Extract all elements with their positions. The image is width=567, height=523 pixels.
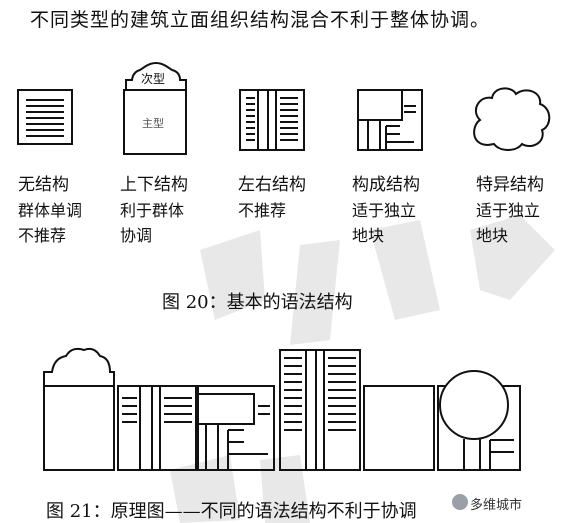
watermark-stroke	[170, 455, 240, 523]
primary-label: 主型	[142, 117, 164, 130]
building-3	[197, 385, 275, 471]
watermark-text: 多维城市	[470, 498, 523, 513]
building-5	[363, 385, 435, 471]
watermark-stroke	[370, 220, 440, 320]
figure-21-caption: 图 21：原理图——不同的语法结构不利于协调	[46, 501, 417, 522]
type-name: 构成结构	[352, 175, 420, 195]
type-name: 特异结构	[476, 175, 544, 195]
watermark-stroke	[260, 455, 310, 523]
intro-text: 不同类型的建筑立面组织结构混合不利于整体协调。	[30, 9, 491, 31]
secondary-label: 次型	[141, 72, 166, 86]
type-desc: 群体单调 不推荐	[18, 201, 83, 245]
type-name: 左右结构	[238, 175, 306, 195]
type-desc: 不推荐	[238, 201, 287, 220]
watermark-logo-icon	[452, 494, 468, 510]
top-bottom-structure-icon	[123, 62, 187, 155]
watermark-stroke	[290, 240, 340, 345]
building-2	[117, 385, 197, 471]
watermark-stroke	[470, 215, 555, 300]
special-structure-icon	[473, 87, 551, 151]
type-desc: 适于独立 地块	[476, 201, 541, 245]
building-4	[279, 349, 361, 471]
type-desc: 利于群体 协调	[120, 201, 185, 245]
building-1	[43, 347, 115, 471]
type-name: 无结构	[18, 175, 69, 195]
left-right-structure-icon	[239, 89, 305, 151]
watermark-stroke	[200, 230, 265, 320]
composition-structure-icon	[357, 89, 423, 151]
figure-20-caption: 图 20：基本的语法结构	[162, 292, 353, 313]
building-6	[437, 370, 521, 471]
no-structure-icon	[17, 89, 73, 145]
type-desc: 适于独立 地块	[352, 201, 417, 245]
type-name: 上下结构	[120, 175, 188, 195]
